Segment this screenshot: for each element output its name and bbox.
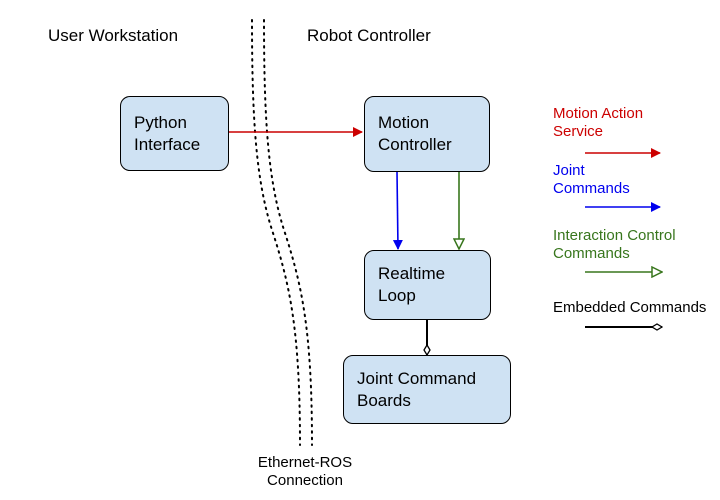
- legend-label-joint-commands-line2: Commands: [553, 180, 630, 197]
- ethernet-ros-caption: Ethernet-ROS Connection: [245, 454, 365, 490]
- joint-command-boards-line2: Boards: [357, 390, 411, 410]
- joint-commands-arrow: [392, 171, 403, 250]
- motion-controller-line1: Motion: [378, 113, 430, 132]
- joint-command-boards-line1: Joint Command: [357, 368, 477, 388]
- legend-label-interaction-control-line1: Interaction Control: [553, 227, 676, 244]
- python-interface-line1: Python: [134, 112, 187, 132]
- realtime-loop-line1: Realtime: [378, 264, 446, 283]
- ethernet-boundary-right: [263, 19, 313, 446]
- ethernet-ros-caption-line1: Ethernet-ROS: [257, 454, 353, 471]
- legend-label-embedded-commands: Embedded Commands: [553, 299, 706, 317]
- legend-label-embedded-commands-line1: Embedded Commands: [553, 299, 707, 316]
- legend-label-interaction-control-line2: Commands: [553, 245, 630, 262]
- realtime-loop-line2: Loop: [378, 286, 416, 305]
- python-interface-box: Python Interface: [120, 96, 229, 171]
- ethernet-boundary-left: [251, 19, 301, 446]
- motion-controller-line2: Controller: [378, 135, 452, 154]
- legend-label-joint-commands-line1: Joint: [553, 162, 585, 179]
- heading-robot-controller: Robot Controller: [307, 26, 431, 45]
- python-interface-line2: Interface: [134, 134, 201, 154]
- legend-label-interaction-control: Interaction Control Commands: [553, 227, 676, 263]
- joint-command-boards-box: Joint Command Boards: [343, 355, 511, 424]
- legend-label-motion-action: Motion Action Service: [553, 105, 643, 141]
- realtime-loop-box: Realtime Loop: [364, 250, 491, 320]
- legend-label-motion-action-line1: Motion Action: [553, 105, 644, 122]
- legend-label-motion-action-line2: Service: [553, 123, 604, 140]
- motion-controller-box: Motion Controller: [364, 96, 490, 172]
- legend-label-joint-commands: Joint Commands: [553, 162, 630, 198]
- heading-user-workstation: User Workstation: [48, 26, 179, 45]
- ethernet-ros-caption-line2: Connection: [267, 472, 343, 489]
